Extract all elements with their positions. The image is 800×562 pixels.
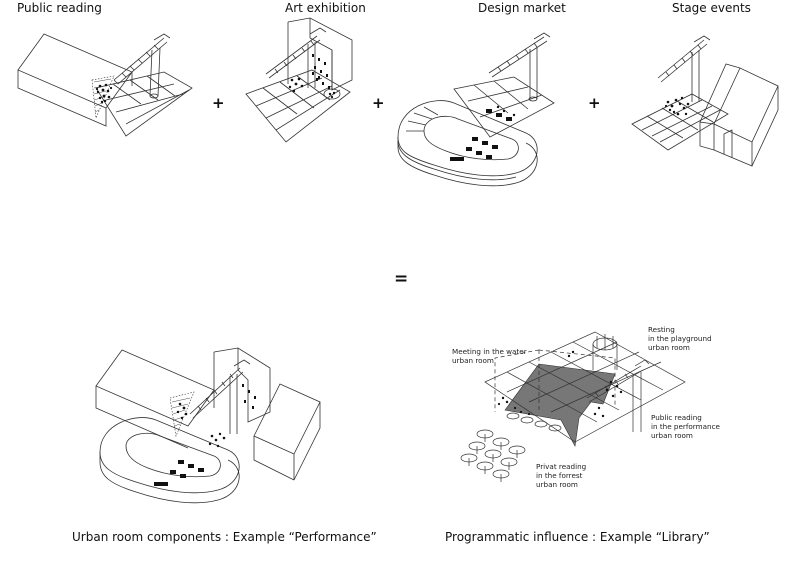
programmatic-influence-drawing [455,322,695,502]
panel-title-public-reading: Public reading [17,1,102,15]
urban-room-components-drawing [94,340,334,520]
panel-title-design-market: Design market [478,1,566,15]
equals-sign: = [394,269,409,289]
stage-events-drawing [628,34,783,169]
design-market-drawing [394,33,564,193]
caption-programmatic-influence: Programmatic influence : Example “Librar… [445,530,710,544]
panel-title-stage-events: Stage events [672,1,751,15]
plus-sign-2: + [372,94,385,112]
art-exhibition-drawing [242,14,357,149]
public-reading-drawing [14,28,199,153]
plus-sign-3: + [588,94,601,112]
caption-urban-room-components: Urban room components : Example “Perform… [72,530,377,544]
panel-title-art-exhibition: Art exhibition [285,1,366,15]
plus-sign-1: + [212,94,225,112]
